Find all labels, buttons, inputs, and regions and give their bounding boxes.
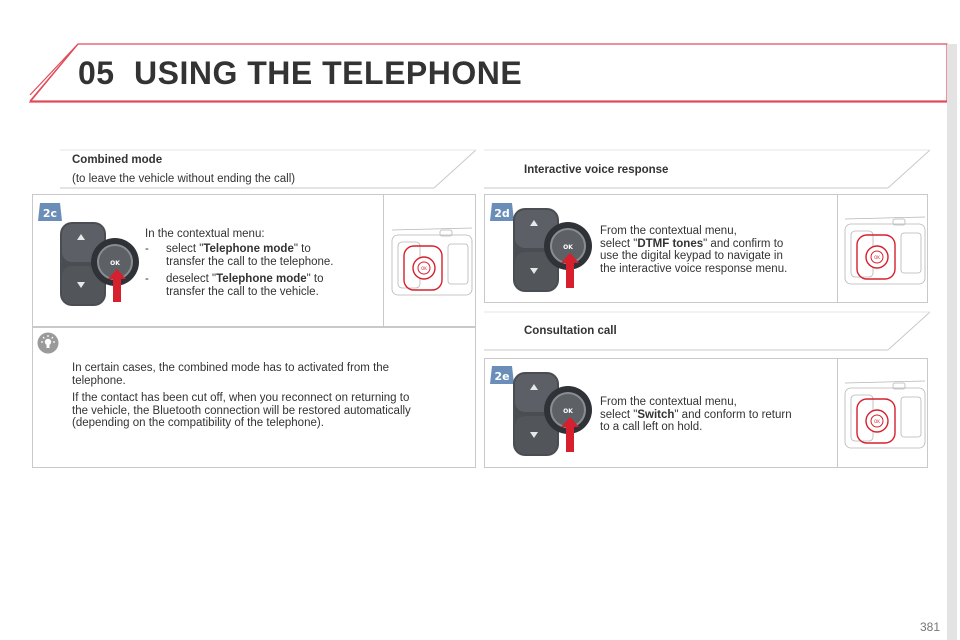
chapter-number: 05 [78, 55, 115, 91]
consultation-title: Consultation call [524, 325, 617, 337]
ivr-title: Interactive voice response [524, 164, 669, 176]
up-arrow-icon [77, 234, 85, 240]
ok-button-label: OK [563, 244, 573, 251]
note-paragraph-2: If the contact has been cut off, when yo… [72, 392, 411, 429]
up-arrow-icon [530, 220, 538, 226]
lightbulb-icon [37, 332, 59, 354]
steering-control-illustration: OK [513, 208, 592, 292]
right-edge-stripe [947, 44, 957, 640]
step-badge-2c-label: 2c [43, 207, 57, 220]
panel-divider [383, 194, 384, 327]
svg-text:OK: OK [421, 266, 427, 271]
press-arrow-icon [108, 269, 126, 302]
combined-mode-title: Combined mode [72, 154, 163, 166]
panel-divider [837, 358, 838, 468]
bullet-deselect-telephone-mode: deselect "Telephone mode" to transfer th… [166, 273, 324, 298]
combined-mode-heading-frame [60, 149, 477, 189]
note-paragraph-1: In certain cases, the combined mode has … [72, 362, 390, 387]
page-number: 381 [919, 620, 940, 634]
panel-divider [837, 194, 838, 303]
ok-button-label: OK [110, 260, 120, 267]
bullet-dash: - [145, 273, 149, 285]
svg-text:OK: OK [874, 419, 880, 424]
step-badge-2e-label: 2e [494, 370, 509, 383]
step-badge-2c: 2c [38, 203, 62, 221]
steering-control-illustration: OK [60, 222, 139, 306]
combined-mode-intro: In the contextual menu: [145, 228, 265, 240]
consultation-instructions: From the contextual menu, select "Switch… [600, 396, 792, 433]
dashboard-location-thumbnail: OK [391, 227, 473, 296]
press-arrow-icon [561, 253, 579, 288]
ok-button-label: OK [563, 408, 573, 415]
press-arrow-icon [561, 417, 579, 452]
bullet-select-telephone-mode: select "Telephone mode" to transfer the … [166, 243, 334, 268]
step-badge-2d: 2d [490, 203, 514, 221]
svg-text:OK: OK [874, 255, 880, 260]
down-arrow-icon [77, 282, 85, 288]
steering-control-illustration: OK [513, 372, 592, 456]
step-badge-2d-label: 2d [494, 207, 510, 220]
down-arrow-icon [530, 432, 538, 438]
dashboard-location-thumbnail: OK [844, 380, 926, 449]
combined-mode-subtitle: (to leave the vehicle without ending the… [72, 173, 296, 185]
ivr-instructions: From the contextual menu, select "DTMF t… [600, 225, 788, 275]
note-panel [32, 327, 476, 468]
consultation-heading-frame [484, 311, 931, 351]
up-arrow-icon [530, 384, 538, 390]
down-arrow-icon [530, 268, 538, 274]
ivr-heading-frame [484, 149, 931, 189]
page-title: USING THE TELEPHONE [134, 55, 523, 91]
bullet-dash: - [145, 243, 149, 255]
step-badge-2e: 2e [490, 366, 514, 384]
dashboard-location-thumbnail: OK [844, 216, 926, 285]
